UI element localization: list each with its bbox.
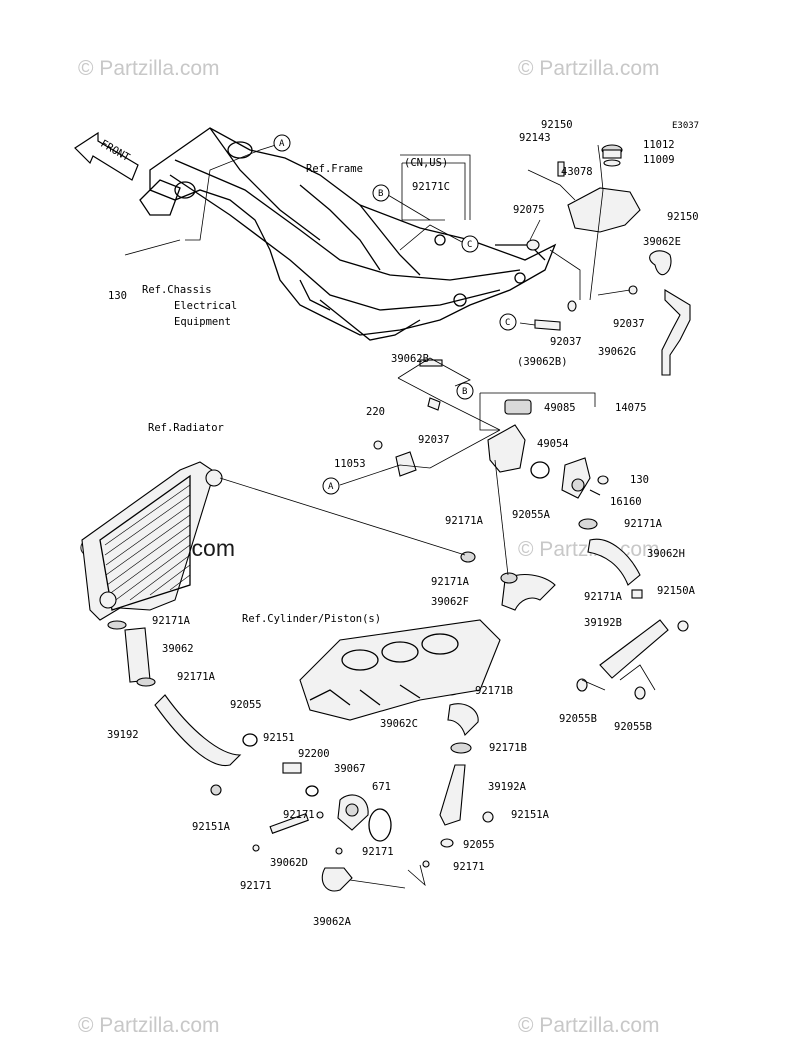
region-box-title: (CN,US) [404, 157, 448, 169]
region-box: (CN,US) 92171C [400, 154, 471, 220]
part-92171-c: 92171 [453, 861, 485, 873]
part-92171A-f: 92171A [177, 671, 216, 683]
watermark-bottom-right: © Partzilla.com [518, 1014, 660, 1037]
part-39062B: 39062B [391, 353, 429, 365]
part-130-right: 130 [630, 474, 649, 486]
leader-lines [124, 142, 656, 889]
part-39062G: 39062G [598, 346, 636, 358]
diagram-code: E3037 [672, 121, 699, 131]
oil-cooler-assembly [252, 762, 430, 892]
thermostat-assembly [373, 359, 609, 499]
watermark-top-right: © Partzilla.com [518, 57, 660, 80]
part-39062H: 39062H [647, 548, 685, 560]
part-92037-low: 92037 [418, 434, 450, 446]
ref-radiator: Ref.Radiator [148, 422, 224, 434]
part-92171A-c: 92171A [431, 576, 470, 588]
part-92151: 92151 [263, 732, 295, 744]
part-92151A-b: 92151A [192, 821, 231, 833]
part-43078: 43078 [561, 166, 593, 178]
part-92150-right: 92150 [667, 211, 699, 223]
water-pipe-assembly-top [526, 144, 691, 376]
callout-b-top: B [372, 184, 390, 202]
part-92171A-d: 92171A [584, 591, 623, 603]
ref-chassis-3: Equipment [174, 316, 231, 328]
part-92171B-b: 92171B [489, 742, 527, 754]
part-11053: 11053 [334, 458, 366, 470]
ref-chassis-2: Electrical [174, 300, 237, 312]
part-39062E: 39062E [643, 236, 681, 248]
part-92171B-a: 92171B [475, 685, 513, 697]
callout-c-mid: C [499, 313, 517, 331]
part-92150A: 92150A [657, 585, 696, 597]
part-92037-mid: 92037 [550, 336, 582, 348]
part-92143: 92143 [519, 132, 551, 144]
svg-text:C: C [467, 240, 472, 250]
part-39062C: 39062C [380, 718, 418, 730]
watermark-top-left: © Partzilla.com [78, 57, 220, 80]
ref-chassis-1: Ref.Chassis [142, 284, 212, 296]
part-11009: 11009 [643, 154, 675, 166]
callout-a-top: A [273, 134, 291, 152]
part-92171-d: 92171 [240, 880, 272, 892]
cylinder-block-illustration [299, 619, 501, 721]
part-92171-b: 92171 [362, 846, 394, 858]
part-130-left: 130 [108, 290, 127, 302]
part-49085: 49085 [544, 402, 576, 414]
callout-b-mid: B [456, 382, 474, 400]
part-92055B-b: 92055B [614, 721, 652, 733]
part-39192B: 39192B [584, 617, 622, 629]
part-92055B-a: 92055B [559, 713, 597, 725]
part-14075: 14075 [615, 402, 647, 414]
svg-text:B: B [378, 189, 383, 199]
part-92055-b: 92055 [463, 839, 495, 851]
part-92037-right: 92037 [613, 318, 645, 330]
part-11012: 11012 [643, 139, 675, 151]
part-220: 220 [366, 406, 385, 418]
front-arrow-icon: FRONT [74, 131, 139, 181]
svg-text:A: A [328, 482, 334, 492]
ref-cylinder: Ref.Cylinder/Piston(s) [242, 613, 381, 625]
ref-frame: Ref.Frame [306, 163, 363, 175]
part-39192A: 39192A [488, 781, 527, 793]
frame-illustration [139, 127, 557, 341]
region-box-part: 92171C [412, 181, 450, 193]
part-92171A-b: 92171A [624, 518, 663, 530]
part-39062D: 39062D [270, 857, 308, 869]
part-92171A-e: 92171A [152, 615, 191, 627]
svg-text:C: C [505, 318, 510, 328]
part-92171-a: 92171 [283, 809, 315, 821]
part-92150-top: 92150 [541, 119, 573, 131]
callout-c-top: C [461, 235, 479, 253]
part-92055-a: 92055 [230, 699, 262, 711]
part-92200: 92200 [298, 748, 330, 760]
part-92171A-a: 92171A [445, 515, 484, 527]
part-39192: 39192 [107, 729, 139, 741]
part-39062B-paren: (39062B) [517, 356, 568, 368]
part-16160: 16160 [610, 496, 642, 508]
part-92075: 92075 [513, 204, 545, 216]
callout-a-mid: A [322, 477, 340, 495]
part-39062: 39062 [162, 643, 194, 655]
part-49054: 49054 [537, 438, 569, 450]
part-labels: 92150 92143 11012 11009 43078 92150 9207… [107, 119, 699, 928]
svg-text:A: A [279, 139, 285, 149]
part-39062A: 39062A [313, 916, 352, 928]
part-39067: 39067 [334, 763, 366, 775]
radiator-illustration [81, 461, 223, 621]
watermark-bottom-left: © Partzilla.com [78, 1014, 220, 1037]
part-92151A-a: 92151A [511, 809, 550, 821]
part-39062F: 39062F [431, 596, 469, 608]
part-671: 671 [372, 781, 391, 793]
part-92055A: 92055A [512, 509, 551, 521]
svg-text:B: B [462, 387, 467, 397]
